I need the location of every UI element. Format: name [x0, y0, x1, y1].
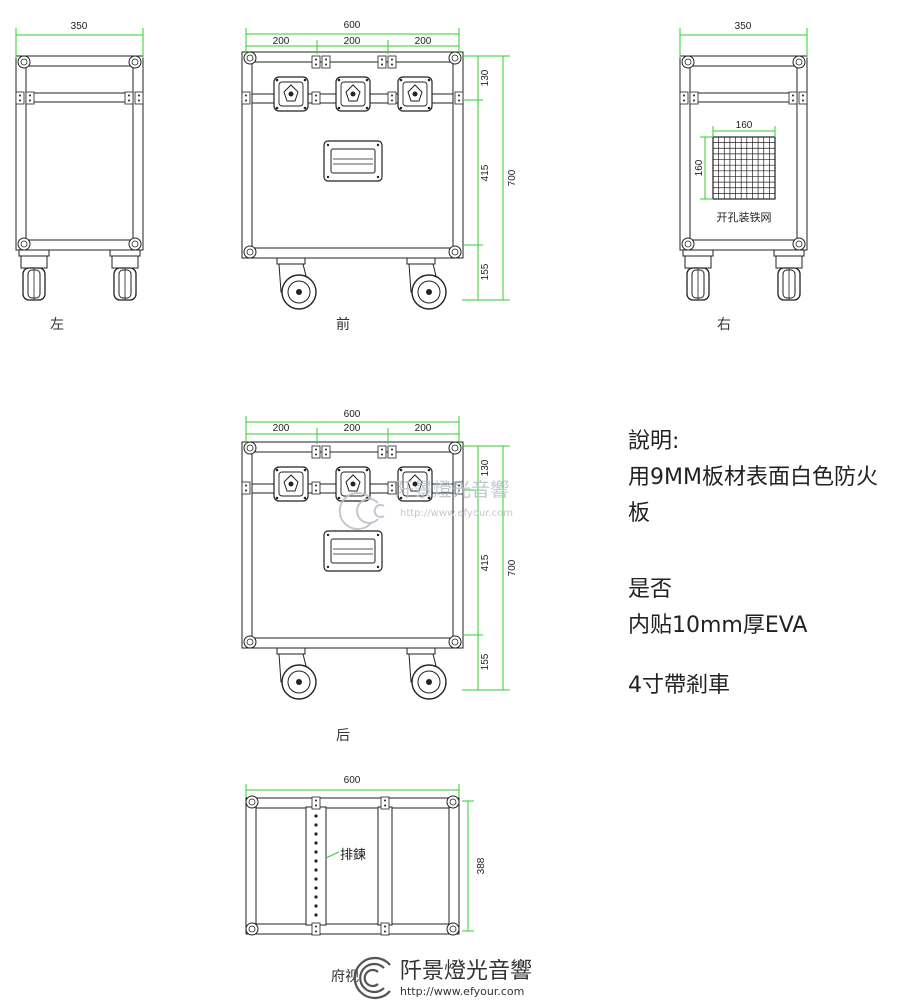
mesh-width-label: 160 [736, 120, 753, 131]
left-width-label: 350 [71, 21, 88, 32]
watermark-bottom-logo-icon [353, 956, 391, 1000]
front-dimension-lines [245, 28, 510, 301]
watermark-bottom-brand: 阡景燈光音響 [400, 959, 532, 984]
back-width-label: 600 [344, 409, 361, 420]
watermark-logo-icon [338, 492, 385, 530]
right-width-label: 350 [735, 21, 752, 32]
back-section-2: 200 [344, 423, 361, 434]
notes-question: 是否 [628, 577, 673, 602]
front-section-3: 200 [415, 36, 432, 47]
left-view: 350 左 [16, 21, 143, 333]
mesh-height-label: 160 [694, 159, 705, 176]
notes-material-cont: 板 [628, 501, 651, 526]
bottom-view: 600 388 排鍊 府视 [245, 775, 487, 985]
notes-lining: 内贴10mm厚EVA [628, 613, 808, 638]
back-section-1: 200 [273, 423, 290, 434]
front-view: 600 200 200 200 130 415 155 700 前 [242, 20, 518, 333]
right-view-caption: 右 [717, 317, 731, 333]
watermark-bottom-url: http://www.efyour.com [400, 985, 524, 998]
right-view: 350 160 160 开孔装铁网 右 [680, 21, 807, 333]
bottom-depth-label: 388 [476, 857, 487, 874]
front-view-caption: 前 [336, 316, 350, 333]
front-total-height: 700 [507, 169, 518, 186]
front-section-2: 200 [344, 36, 361, 47]
rail-holes [314, 814, 318, 917]
notes-casters: 4寸帶剎車 [628, 673, 730, 698]
right-width-dimension [679, 28, 808, 58]
front-section-1: 200 [273, 36, 290, 47]
watermark-middle: 阡景燈光音響 http://www.efyour.com [338, 479, 513, 530]
bottom-view-caption: 府视 [331, 969, 359, 985]
back-total-height: 700 [507, 559, 518, 576]
bottom-width-label: 600 [344, 775, 361, 786]
watermark-middle-url: http://www.efyour.com [400, 508, 513, 519]
bottom-dimension-lines [245, 784, 474, 932]
mesh-dimensions [700, 126, 776, 200]
front-width-label: 600 [344, 20, 361, 31]
front-height-top: 130 [480, 69, 491, 86]
back-height-mid: 415 [480, 554, 491, 571]
front-height-mid: 415 [480, 164, 491, 181]
rail-label: 排鍊 [340, 848, 366, 863]
back-height-top: 130 [480, 459, 491, 476]
left-view-caption: 左 [50, 317, 64, 333]
notes-heading: 說明: [628, 429, 680, 454]
watermark-bottom: 阡景燈光音響 http://www.efyour.com [353, 956, 532, 1000]
front-height-bottom: 155 [480, 263, 491, 280]
back-view-caption: 后 [336, 728, 350, 744]
left-width-dimension [15, 28, 144, 58]
mesh-panel [712, 136, 776, 200]
notes-panel: 說明: 用9MM板材表面白色防火 板 是否 内贴10mm厚EVA 4寸帶剎車 [628, 424, 898, 704]
back-view: 600 200 200 200 130 415 155 700 后 [242, 409, 518, 744]
mesh-caption: 开孔装铁网 [717, 211, 772, 224]
back-dimension-lines [245, 416, 510, 691]
watermark-middle-brand: 阡景燈光音響 [395, 479, 509, 501]
back-section-3: 200 [415, 423, 432, 434]
notes-material: 用9MM板材表面白色防火 [628, 465, 878, 490]
back-height-bottom: 155 [480, 653, 491, 670]
